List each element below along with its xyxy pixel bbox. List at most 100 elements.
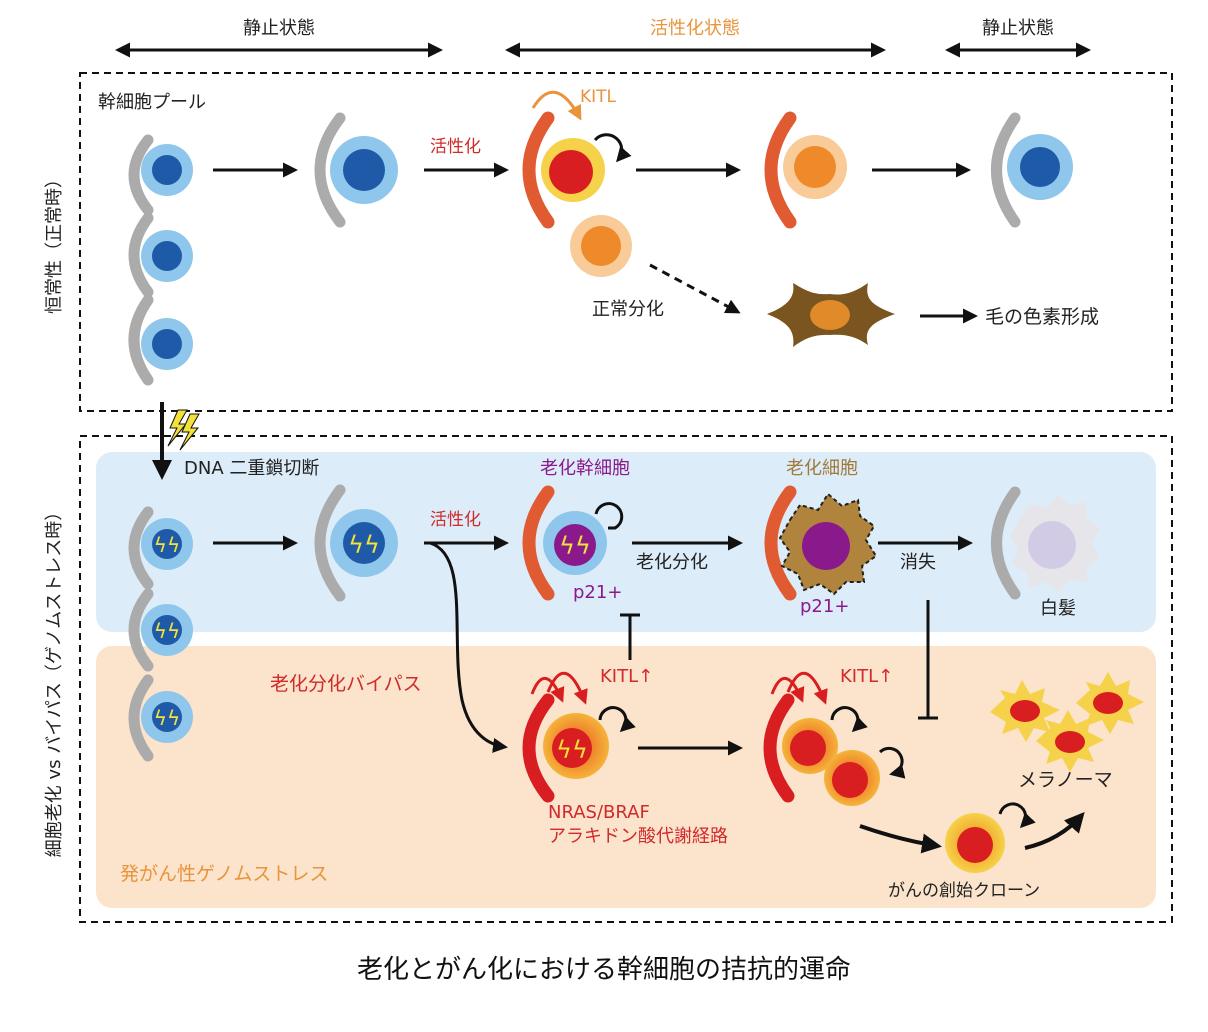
melanoma-cluster: メラノーマ bbox=[990, 672, 1144, 791]
dna-damage-arrow: DNA 二重鎖切断 bbox=[152, 402, 319, 480]
loss-label: 消失 bbox=[900, 552, 936, 573]
lightning-icon: ϟϟ bbox=[154, 706, 180, 730]
senescent-cell: 老化細胞 p21+ bbox=[764, 458, 878, 617]
stem-cell-large bbox=[314, 112, 398, 228]
lightning-icon: ϟϟ bbox=[154, 619, 180, 643]
activation-label: 活性化 bbox=[430, 510, 481, 530]
founder-clone-nucleus bbox=[957, 827, 993, 863]
melanocyte-nucleus bbox=[810, 300, 850, 330]
gray-hair-label: 白髪 bbox=[1040, 597, 1076, 619]
melanoma-nucleus bbox=[1055, 731, 1085, 753]
damaged-stem-cell-nucleus bbox=[152, 615, 182, 645]
phase-header: 静止状態 活性化状態 静止状態 bbox=[115, 18, 1091, 58]
melanoma-nucleus bbox=[1010, 700, 1040, 722]
niche-arc bbox=[522, 111, 555, 229]
self-renewal-arrow bbox=[598, 706, 636, 733]
kitl-up-label: KITL↑ bbox=[600, 666, 653, 687]
self-renewal-arrow bbox=[998, 802, 1036, 829]
phase-label-activated: 活性化状態 bbox=[650, 18, 740, 39]
kitl-arrow bbox=[546, 671, 588, 705]
oncogenic-zone bbox=[96, 646, 1156, 908]
damaged-stem-cell-pool: ϟϟ ϟϟ ϟϟ bbox=[128, 506, 193, 762]
top-panel-border bbox=[79, 72, 1173, 412]
differentiation-dashed-arrow bbox=[649, 263, 741, 314]
niche-arc bbox=[128, 506, 154, 590]
lightning-icon bbox=[167, 409, 188, 447]
arachidonic-pathway-label: アラキドン酸代謝経路 bbox=[548, 826, 728, 847]
oncogenic-cell-nucleus bbox=[832, 762, 868, 798]
melanoma-nucleus bbox=[1093, 692, 1123, 714]
lightning-icon: ϟϟ bbox=[556, 736, 588, 764]
melanocyte-precursor-nucleus bbox=[581, 226, 621, 266]
senescent-diff-label: 老化分化 bbox=[636, 552, 708, 573]
cell-nucleus bbox=[794, 146, 836, 188]
differentiating-cell bbox=[764, 111, 847, 229]
kitl-up-label: KITL↑ bbox=[840, 666, 893, 687]
melanoma-label: メラノーマ bbox=[1018, 769, 1113, 791]
bypass-arrow bbox=[429, 541, 508, 753]
damaged-stem-cell-nucleus bbox=[343, 522, 385, 564]
proliferating-cells: KITL↑ bbox=[763, 666, 906, 806]
p21-label: p21+ bbox=[573, 582, 622, 603]
niche-arc bbox=[128, 294, 154, 386]
damaged-stem-cell-large: ϟϟ bbox=[314, 484, 398, 602]
top-panel-side-label: 恒常性（正常時） bbox=[44, 170, 65, 314]
arrow bbox=[1024, 811, 1085, 850]
niche-arc bbox=[991, 486, 1021, 600]
stem-cell-nucleus bbox=[152, 329, 182, 359]
kitl-arrow bbox=[531, 90, 582, 121]
senescent-stem-cell-nucleus bbox=[554, 524, 596, 566]
lightning-icon: ϟϟ bbox=[154, 533, 180, 557]
bypass-label: 老化分化バイパス bbox=[270, 673, 422, 695]
stem-cell-nucleus bbox=[152, 241, 182, 271]
niche-arc bbox=[128, 588, 154, 672]
normal-differentiation-label: 正常分化 bbox=[592, 299, 664, 320]
blocked-renewal-arrow bbox=[594, 502, 624, 530]
stem-cell-nucleus bbox=[1020, 147, 1060, 187]
founder-clone: がんの創始クローン bbox=[888, 802, 1040, 901]
stem-cell-returned bbox=[991, 112, 1073, 228]
activated-cell-nucleus bbox=[549, 150, 593, 194]
stem-cell-nucleus bbox=[152, 155, 182, 185]
niche-arc bbox=[128, 212, 154, 298]
senescent-cell-nucleus bbox=[802, 522, 850, 570]
self-renewal-arrow bbox=[593, 133, 632, 163]
senescence-zone bbox=[96, 452, 1156, 632]
bottom-panel-border bbox=[79, 435, 1173, 923]
oncogenic-cell: ϟϟ KITL↑ bbox=[522, 666, 653, 803]
lightning-icon: ϟϟ bbox=[559, 532, 591, 560]
kitl-arrow bbox=[530, 677, 565, 703]
pigmentation-label: 毛の色素形成 bbox=[985, 306, 1099, 328]
founder-clone-label: がんの創始クローン bbox=[888, 881, 1040, 901]
bottom-panel-side-label: 細胞老化 vs バイパス（ゲノムストレス時） bbox=[44, 503, 65, 858]
p21-label: p21+ bbox=[800, 596, 849, 617]
oncogenic-cell-nucleus bbox=[790, 730, 826, 766]
kitl-arrow bbox=[786, 671, 828, 705]
senescent-cell-label: 老化細胞 bbox=[786, 458, 858, 479]
kitl-label: KITL bbox=[580, 87, 617, 107]
activation-label: 活性化 bbox=[430, 137, 481, 157]
niche-arc bbox=[764, 111, 797, 229]
self-renewal-arrow bbox=[830, 706, 868, 733]
self-renewal-arrow bbox=[878, 746, 906, 779]
stem-cell-nucleus bbox=[343, 149, 385, 191]
top-panel: 恒常性（正常時） 幹細胞プール 活性化 bbox=[44, 72, 1173, 412]
niche-arc bbox=[522, 693, 555, 803]
oncogenic-cell-nucleus bbox=[552, 728, 592, 768]
oncogenic-stress-label: 発がん性ゲノムストレス bbox=[120, 863, 328, 885]
niche-arc bbox=[763, 693, 795, 803]
lightning-icon bbox=[179, 413, 200, 451]
stem-cell-pool bbox=[128, 134, 193, 386]
bottom-panel: 細胞老化 vs バイパス（ゲノムストレス時） DNA 二重鎖切断 ϟϟ ϟϟ ϟ… bbox=[44, 402, 1173, 923]
lightning-icon: ϟϟ bbox=[348, 531, 380, 559]
phase-label-quiescent-left: 静止状態 bbox=[243, 18, 315, 39]
faded-cell-nucleus bbox=[1028, 521, 1076, 569]
damaged-stem-cell-nucleus bbox=[152, 702, 182, 732]
phase-label-quiescent-right: 静止状態 bbox=[982, 18, 1054, 39]
kitl-arrow bbox=[770, 677, 805, 703]
inhibition-markers bbox=[620, 600, 938, 720]
faded-cell: 白髪 bbox=[991, 486, 1100, 619]
niche-arc bbox=[128, 674, 154, 762]
niche-arc bbox=[128, 134, 154, 216]
niche-arc bbox=[522, 485, 555, 601]
